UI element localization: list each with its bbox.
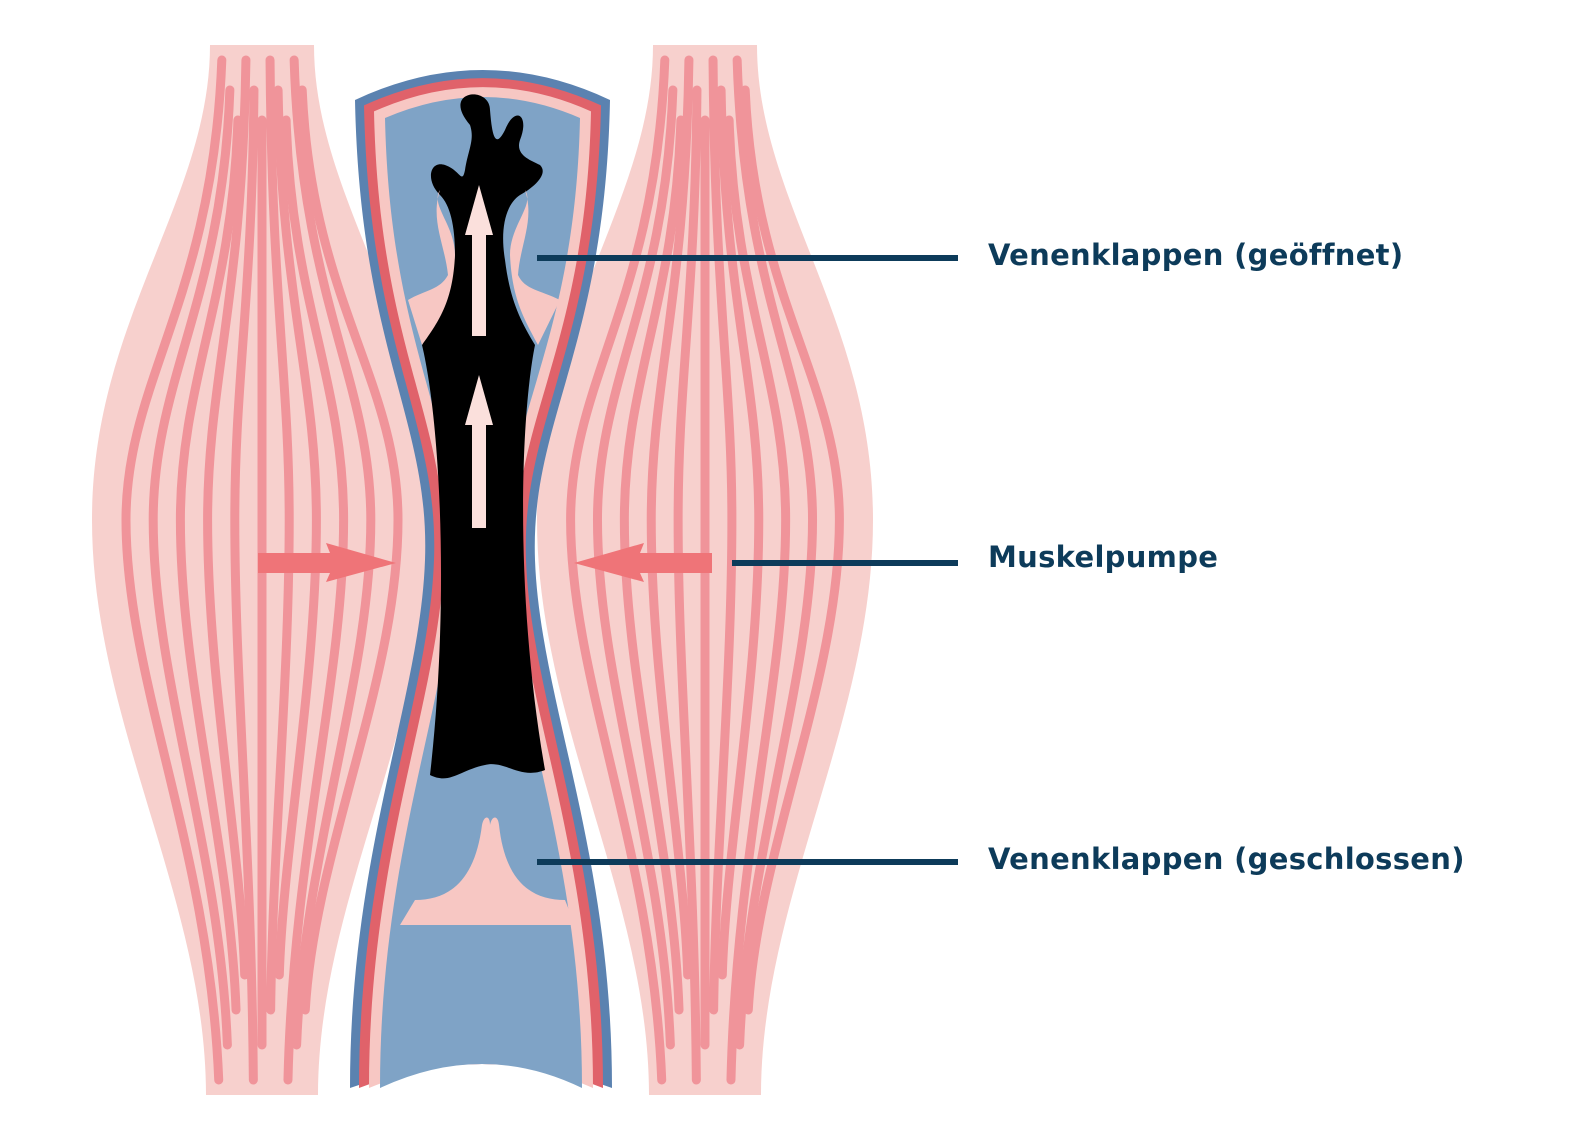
muscle-fiber xyxy=(281,115,349,1085)
muscle-fiber xyxy=(265,55,294,1015)
muscle-fiber xyxy=(230,85,259,1085)
muscle-fiber xyxy=(592,85,678,1050)
flow-arrow-up-icon xyxy=(465,375,493,528)
label-valves-closed: Venenklappen (geschlossen) xyxy=(988,842,1465,876)
muscle-fiber xyxy=(148,85,235,1050)
muscle-fiber xyxy=(273,85,321,980)
valve-open-right xyxy=(510,190,560,345)
valve-open-left xyxy=(408,190,455,345)
muscle-fiber xyxy=(121,55,227,1085)
label-muscle-pump: Muskelpumpe xyxy=(988,540,1219,574)
leader-lines xyxy=(537,255,958,865)
pressure-arrow-right-icon xyxy=(258,543,396,582)
vein-valves xyxy=(400,190,575,925)
muscle-fiber xyxy=(203,55,251,980)
muscle-fiber xyxy=(673,85,702,1085)
label-valves-open: Venenklappen (geöffnet) xyxy=(988,238,1404,272)
muscle-fiber xyxy=(646,55,694,980)
muscle-fiber xyxy=(724,115,791,1085)
muscle-fiber xyxy=(289,55,376,1050)
muscle-fiber xyxy=(732,55,818,1050)
muscle-fiber xyxy=(708,55,737,1015)
pressure-arrow-left-icon xyxy=(574,543,712,582)
valve-closed xyxy=(400,817,575,925)
muscle-fiber xyxy=(566,55,670,1085)
flow-arrows xyxy=(465,185,493,528)
pressure-arrows xyxy=(258,543,712,582)
flow-arrow-up-icon xyxy=(465,185,493,336)
muscle-fiber xyxy=(175,115,243,1015)
muscle-fiber xyxy=(297,85,403,1015)
